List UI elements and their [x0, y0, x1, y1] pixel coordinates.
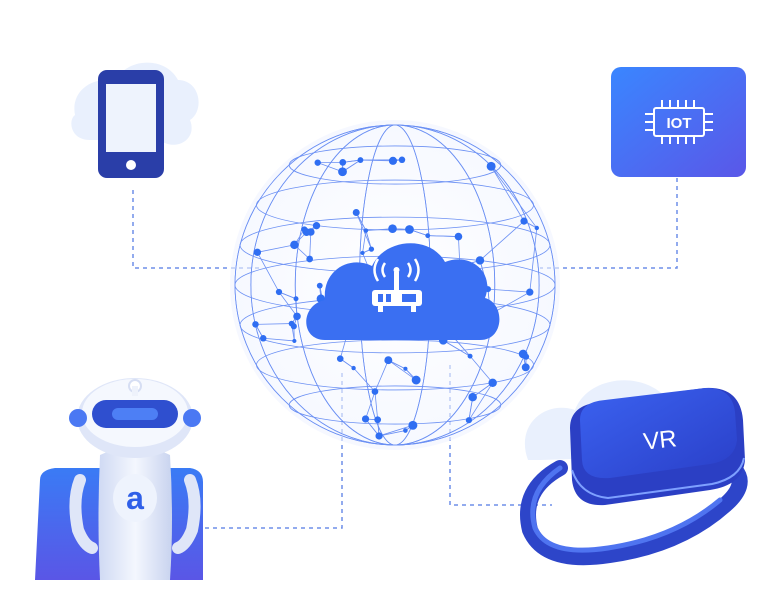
chip-icon — [645, 100, 713, 144]
globe-link — [468, 382, 494, 421]
globe-node — [290, 240, 299, 250]
phone-connector — [132, 190, 260, 269]
globe-node — [351, 365, 356, 371]
globe-node — [312, 222, 321, 230]
globe-node — [252, 321, 259, 328]
globe-node — [360, 250, 365, 256]
globe-link — [374, 391, 379, 420]
globe-link — [255, 323, 292, 325]
globe-node — [293, 296, 299, 302]
globe-node — [534, 225, 539, 231]
vr-headset-icon — [520, 387, 748, 566]
globe-node — [338, 167, 347, 177]
vr-label: VR — [642, 425, 678, 455]
globe-node — [363, 228, 369, 233]
globe-link — [529, 227, 538, 293]
globe-link — [379, 430, 406, 437]
smartphone-icon — [98, 70, 164, 178]
globe-node — [405, 225, 414, 234]
globe-node — [384, 356, 393, 365]
globe-link — [490, 166, 538, 229]
globe-link — [490, 166, 525, 222]
globe-node — [403, 366, 408, 371]
globe-link — [427, 235, 459, 237]
globe-node — [357, 157, 364, 163]
robot-badge-label: a — [126, 480, 144, 516]
globe-node — [465, 417, 472, 424]
globe-node — [314, 159, 321, 166]
globe-node — [408, 420, 418, 430]
globe-node — [253, 248, 262, 257]
globe-node — [520, 217, 528, 225]
globe-link — [388, 359, 417, 381]
globe-node — [339, 159, 347, 166]
globe-link — [487, 288, 530, 293]
globe-node — [293, 312, 301, 321]
globe-node — [526, 288, 534, 296]
globe-node — [475, 256, 485, 265]
central-cloud — [306, 243, 500, 340]
router-icon — [372, 258, 422, 312]
globe-node — [336, 355, 344, 363]
globe-link — [374, 360, 389, 392]
globe-node — [260, 335, 267, 342]
iot-label: IOT — [667, 115, 692, 132]
robot-icon — [69, 378, 201, 580]
globe-node — [521, 363, 530, 372]
globe-link — [365, 228, 393, 231]
globe-node — [486, 161, 496, 171]
globe-node — [301, 226, 308, 233]
globe-node — [368, 246, 375, 252]
globe-link — [378, 424, 414, 437]
robot-device: a — [35, 378, 203, 580]
vr-connector — [449, 365, 552, 506]
globe-node — [316, 282, 323, 289]
globe-link — [469, 355, 493, 384]
globe-node — [388, 156, 398, 165]
globe-link — [365, 391, 376, 420]
globe-link — [257, 244, 295, 253]
globe-node — [290, 323, 297, 330]
smartphone-device — [71, 62, 199, 178]
iot-connector — [540, 178, 678, 269]
globe-node — [398, 156, 406, 164]
globe-node — [468, 392, 477, 402]
globe-node — [454, 232, 463, 241]
globe-node — [488, 378, 497, 388]
globe-node — [292, 338, 297, 344]
globe-link — [353, 367, 376, 392]
globe-node — [374, 416, 382, 424]
globe-link — [443, 340, 471, 357]
globe-link — [263, 337, 295, 342]
globe-node — [375, 432, 383, 440]
globe-link — [479, 220, 525, 261]
globe-node — [275, 288, 283, 296]
globe-link — [257, 252, 280, 293]
globe-node — [306, 255, 314, 263]
globe-node — [361, 415, 370, 423]
globe-node — [403, 428, 408, 433]
globe-node — [371, 388, 379, 395]
globe-link — [362, 230, 367, 254]
globe-outline — [234, 124, 556, 446]
vr-device: VR — [520, 380, 748, 566]
globe-node — [523, 353, 530, 360]
globe-link — [360, 159, 393, 162]
iot-device: IOT — [611, 67, 746, 177]
globe-link — [309, 231, 312, 260]
globe-node — [388, 224, 397, 233]
globe-node — [411, 375, 421, 385]
globe-node — [425, 233, 431, 239]
globe-node — [352, 208, 360, 216]
globe-node — [467, 353, 473, 359]
globe-link — [278, 291, 298, 317]
